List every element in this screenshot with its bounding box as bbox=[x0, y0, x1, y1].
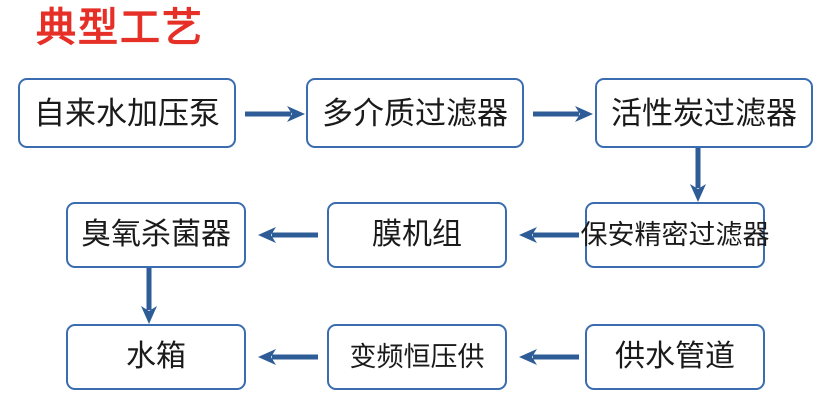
arrow-left-icon-n9-n8 bbox=[517, 347, 579, 367]
node-activated-carbon-filter[interactable]: 活性炭过滤器 bbox=[595, 78, 813, 148]
arrow-left-icon-n8-n7 bbox=[256, 347, 318, 367]
node-water-tank[interactable]: 水箱 bbox=[66, 324, 246, 390]
node-label: 活性炭过滤器 bbox=[611, 95, 797, 131]
page-title: 典型工艺 bbox=[36, 6, 204, 50]
node-label: 臭氧杀菌器 bbox=[81, 218, 231, 251]
node-multimedia-filter[interactable]: 多介质过滤器 bbox=[306, 78, 524, 148]
node-label: 水箱 bbox=[126, 340, 186, 373]
node-label: 供水管道 bbox=[615, 340, 735, 373]
arrow-right-icon-n2-n3 bbox=[533, 104, 595, 124]
node-security-precision-filter[interactable]: 保安精密过滤器 bbox=[581, 202, 770, 268]
node-label: 多介质过滤器 bbox=[322, 95, 508, 131]
arrow-right-icon-n1-n2 bbox=[245, 104, 307, 124]
arrow-left-icon-n5-n6 bbox=[256, 225, 318, 245]
node-variable-frequency-constant-pressure-supply[interactable]: 变频恒压供 bbox=[327, 324, 507, 390]
node-label: 变频恒压供 bbox=[349, 341, 485, 372]
node-water-supply-pipeline[interactable]: 供水管道 bbox=[585, 324, 765, 390]
node-label: 保安精密过滤器 bbox=[580, 219, 770, 250]
node-raw-water-booster-pump[interactable]: 自来水加压泵 bbox=[18, 78, 236, 148]
node-membrane-unit[interactable]: 膜机组 bbox=[327, 202, 507, 268]
node-label: 自来水加压泵 bbox=[34, 95, 220, 131]
node-ozone-sterilizer[interactable]: 臭氧杀菌器 bbox=[66, 202, 246, 268]
node-label: 膜机组 bbox=[372, 218, 462, 251]
arrow-left-icon-n4-n5 bbox=[517, 225, 579, 245]
arrow-down-icon-n6-n7 bbox=[139, 268, 159, 326]
arrow-down-icon-n3-n4 bbox=[688, 148, 708, 204]
